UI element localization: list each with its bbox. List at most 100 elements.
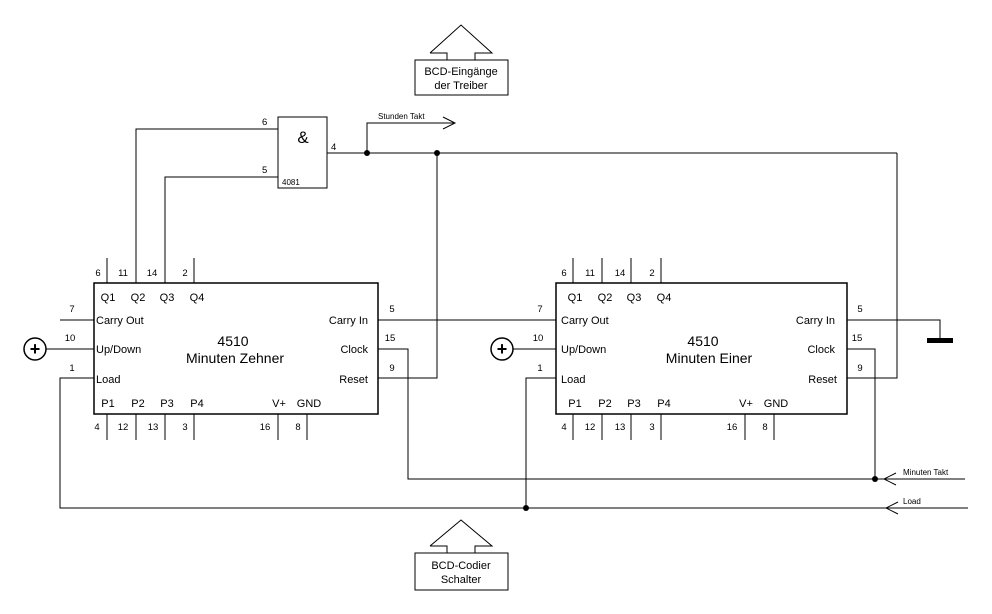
q-label: Q3	[160, 292, 175, 304]
pin-number: 15	[385, 333, 396, 344]
up-arrow-icon	[429, 24, 494, 61]
pin-number: 14	[615, 268, 626, 279]
pin-label: Load	[561, 374, 585, 386]
and-gate-symbol: &	[297, 128, 309, 147]
ground-icon	[927, 338, 953, 343]
pin-number: 14	[147, 268, 158, 279]
chip-name: Minuten Zehner	[186, 350, 284, 366]
pin-number: 8	[762, 422, 767, 433]
p-label: V+	[739, 398, 753, 410]
pin-number: 2	[182, 268, 187, 279]
pin-label: Carry Out	[561, 315, 609, 327]
q-label: Q1	[101, 292, 116, 304]
arrow-right-icon	[442, 116, 457, 130]
and-gate-part: 4081	[282, 178, 300, 187]
p-label: GND	[297, 398, 322, 410]
wires	[46, 116, 968, 515]
label-minuten-takt: Minuten Takt	[903, 468, 949, 477]
q-label: Q2	[131, 292, 146, 304]
chip-right: 6 11 14 2 Q1 Q2 Q3 Q4 7 10 1 Carry Out U…	[533, 258, 863, 440]
pin-number: 15	[852, 333, 863, 344]
pin-number: 2	[649, 268, 654, 279]
top-callout-box	[414, 59, 509, 96]
wire-reset-left	[378, 153, 438, 379]
q-label: Q4	[657, 292, 672, 304]
top-callout-line1: BCD-Eingänge	[424, 66, 497, 78]
pin-number: 8	[295, 422, 300, 433]
pin-label: Carry In	[329, 315, 368, 327]
pin-label: Reset	[808, 374, 837, 386]
junctions	[364, 150, 878, 511]
pin-label: Clock	[340, 344, 368, 356]
arrow-left-icon	[882, 472, 897, 486]
chip-part: 4510	[687, 333, 718, 349]
pin-number: 12	[118, 422, 129, 433]
wire-carry-in-ground	[847, 319, 941, 340]
plus-left: +	[23, 337, 47, 361]
pin-number: 3	[182, 422, 187, 433]
pin-number: 7	[537, 304, 542, 315]
wire-clock-right	[847, 348, 876, 479]
junction-dot	[872, 476, 878, 482]
chip-left-body	[93, 282, 379, 415]
pin-number: 11	[585, 268, 595, 279]
junction-dot	[364, 150, 370, 156]
pin-number: 4	[94, 422, 99, 433]
wire-reset-right	[847, 153, 898, 379]
label-load: Load	[903, 497, 921, 506]
and-gate: & 4081 6 5 4	[262, 116, 336, 189]
pin-label: Reset	[339, 374, 368, 386]
pin-number: 9	[389, 363, 394, 374]
pin-label: Load	[96, 374, 120, 386]
pin-number: 1	[69, 363, 74, 374]
pin-number: 4	[561, 422, 566, 433]
arrow-left-icon	[884, 501, 899, 515]
junction-dot	[523, 505, 529, 511]
pin-number: 16	[260, 422, 271, 433]
pin-number: 6	[95, 268, 100, 279]
plus-right: +	[490, 337, 514, 361]
wire-load-left	[59, 377, 968, 509]
q-label: Q3	[627, 292, 642, 304]
up-arrow-icon	[429, 519, 494, 554]
q-label: Q1	[568, 292, 583, 304]
pin-number: 5	[857, 304, 862, 315]
pin-label: Carry In	[796, 315, 835, 327]
pin-number: 11	[118, 268, 128, 279]
p-label: P1	[101, 398, 114, 410]
pin-number: 10	[65, 333, 76, 344]
pin-number: 9	[857, 363, 862, 374]
p-label: P2	[598, 398, 611, 410]
bottom-callout-line1: BCD-Codier	[431, 560, 491, 572]
bottom-callout-line2: Schalter	[441, 574, 482, 586]
q-label: Q2	[598, 292, 613, 304]
top-callout: BCD-Eingänge der Treiber	[414, 24, 509, 96]
pin-number: 13	[615, 422, 626, 433]
q-label: Q4	[190, 292, 205, 304]
p-label: V+	[272, 398, 286, 410]
and-gate-pin-a: 6	[262, 117, 267, 128]
pin-label: Carry Out	[96, 315, 144, 327]
pin-number: 7	[69, 304, 74, 315]
pin-number: 16	[727, 422, 738, 433]
and-gate-body	[277, 116, 328, 189]
plus-icon	[490, 337, 514, 361]
bottom-callout-box	[414, 552, 509, 591]
wire-clock-left	[378, 348, 965, 480]
pin-number: 12	[585, 422, 596, 433]
chip-right-body	[555, 282, 848, 415]
p-label: P4	[190, 398, 203, 410]
wire-stunden-takt	[366, 122, 455, 153]
pin-number: 3	[649, 422, 654, 433]
and-gate-pin-out: 4	[331, 142, 336, 153]
pin-label: Up/Down	[96, 344, 141, 356]
and-gate-pin-b: 5	[262, 165, 267, 176]
pin-number: 10	[533, 333, 544, 344]
pin-label: Up/Down	[561, 344, 606, 356]
wire-q3-to-gate	[164, 176, 278, 283]
chip-left: 6 11 14 2 Q1 Q2 Q3 Q4 7 10 1 Carry Out U…	[65, 258, 396, 440]
pin-number: 6	[561, 268, 566, 279]
junction-dot	[434, 150, 440, 156]
bottom-callout: BCD-Codier Schalter	[414, 519, 509, 591]
